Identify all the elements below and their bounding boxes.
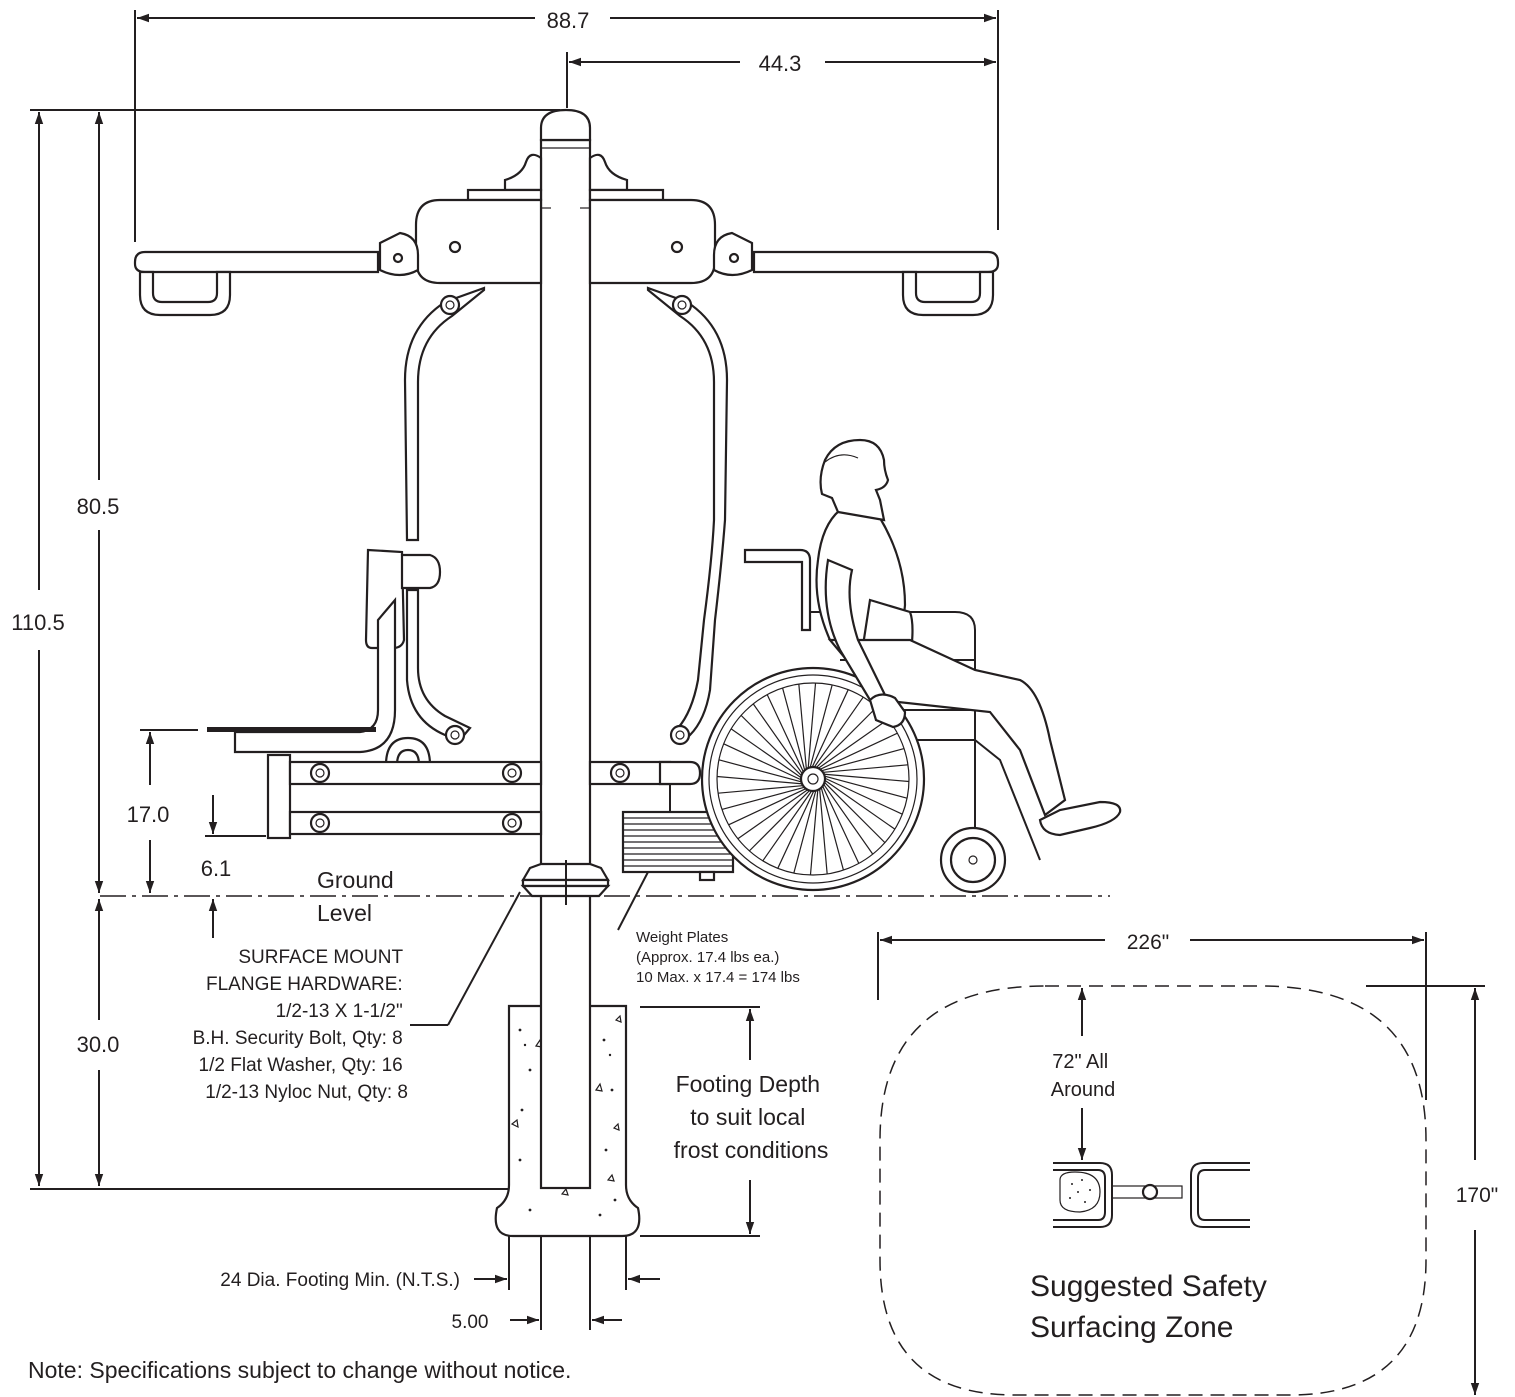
zone-title-line2: Surfacing Zone (1030, 1311, 1233, 1344)
dimension-88-7: 88.7 (134, 8, 999, 242)
ground-line: Ground Level (100, 867, 1110, 926)
wheel-spoke (814, 706, 878, 770)
flange-hw-line3: 1/2-13 X 1-1/2" (276, 1001, 403, 1022)
wheel-spoke (730, 728, 804, 780)
flange-hw-line2: FLANGE HARDWARE: (206, 974, 403, 995)
wheel-spoke (777, 788, 816, 869)
svg-text:Ground Level: Ground Level (317, 867, 400, 926)
flange-hw-line5: 1/2 Flat Washer, Qty: 16 (199, 1055, 403, 1076)
dimension-80-5: 80.5 (77, 112, 120, 893)
main-post (503, 108, 629, 1190)
wheel-spoke (810, 689, 849, 770)
wheel-spoke (822, 780, 886, 844)
wheel-spoke (740, 714, 804, 778)
right-station-frame (588, 286, 729, 812)
wheel-spoke (821, 783, 860, 864)
dimension-footing-diameter: 24 Dia. Footing Min. (N.T.S.) (220, 1235, 660, 1291)
zone-title-line1: Suggested Safety (1030, 1270, 1267, 1303)
dim-post-diameter: 5.00 (452, 1312, 489, 1333)
equipment-plan-view (1053, 1162, 1250, 1228)
dim-footing-depth: 30.0 (77, 1032, 120, 1057)
clearance-line2: Around (1051, 1079, 1116, 1101)
wheel-spoke (716, 775, 805, 785)
head-housing (414, 188, 717, 285)
wheel-spoke (793, 788, 817, 874)
wheel-spoke (822, 776, 903, 815)
flange-hw-line6: 1/2-13 Nyloc Nut, Qty: 8 (205, 1082, 408, 1103)
wheel-spoke (821, 782, 874, 855)
weight-plates-line1: Weight Plates (636, 929, 728, 946)
wheel-spoke (717, 784, 806, 794)
dimension-17-0: 17.0 (127, 729, 198, 893)
zone-height: 170" (1456, 1184, 1499, 1207)
footing-diameter-label: 24 Dia. Footing Min. (N.T.S.) (220, 1270, 460, 1291)
dimension-30-0: 30.0 (30, 899, 540, 1190)
weight-plates-line2: (Approx. 17.4 lbs ea.) (636, 949, 779, 966)
svg-text:Weight Plates (Approx. 1: Weight Plates (Approx. 17.4 lbs ea.) 10 … (636, 929, 800, 986)
wheel-spoke (718, 759, 804, 783)
wheel-spoke (812, 696, 864, 770)
dimension-footing-depth-note: Footing Depth to suit local frost condit… (640, 1006, 829, 1237)
zone-width: 226" (1127, 931, 1170, 954)
wheel-spoke (737, 787, 810, 840)
dimension-5-00: 5.00 (452, 1235, 622, 1333)
svg-text:72" All Around: 72" All Around (1051, 1051, 1116, 1101)
dimension-110-5: 110.5 (11, 109, 560, 1186)
wheel-spoke (822, 778, 896, 830)
footing-note-line2: to suit local (690, 1104, 805, 1130)
svg-text:SURFACE MOUNT FLANGE HAR: SURFACE MOUNT FLANGE HARDWARE: 1/2-13 X … (193, 947, 408, 1103)
wheel-spoke (817, 732, 898, 771)
left-seat-frame (207, 286, 543, 840)
wheel-spoke (816, 718, 889, 771)
wheel-spoke (728, 787, 809, 826)
wheelchair-user-figure (700, 438, 1122, 894)
dim-half-width: 44.3 (759, 51, 802, 76)
dim-flange-height: 6.1 (201, 856, 232, 881)
wheel-spoke (807, 682, 817, 771)
svg-text:Footing Depth to suit lo: Footing Depth to suit local frost condit… (674, 1071, 829, 1163)
footing-note-line3: frost conditions (674, 1137, 829, 1163)
svg-text:Suggested Safety Surfaci: Suggested Safety Surfacing Zone (1030, 1270, 1275, 1344)
footing-note-line1: Footing Depth (676, 1071, 820, 1097)
wheel-spoke (766, 694, 805, 775)
flange-hw-line1: SURFACE MOUNT (238, 947, 403, 968)
wheel-spoke (723, 743, 804, 782)
wheel-spoke (781, 687, 806, 773)
wheel-spoke (809, 787, 819, 876)
wheel-spoke (762, 788, 814, 862)
wheel-spoke (819, 747, 905, 772)
dim-above-ground: 80.5 (77, 494, 120, 519)
clearance-line1: 72" All (1052, 1051, 1108, 1073)
dimension-44-3: 44.3 (566, 51, 996, 108)
flange-hw-line4: B.H. Security Bolt, Qty: 8 (193, 1028, 403, 1049)
wheel-spoke (798, 683, 808, 772)
dim-overall-width: 88.7 (547, 8, 590, 33)
wheel-spoke (820, 764, 909, 774)
right-handle-arm (712, 231, 1000, 317)
ground-level-line1: Ground (317, 867, 394, 893)
specification-note: Note: Specifications subject to change w… (28, 1357, 571, 1383)
dimension-6-1: 6.1 (201, 795, 266, 938)
weight-plates-line3: 10 Max. x 17.4 = 174 lbs (636, 969, 800, 986)
dim-total-height: 110.5 (11, 610, 64, 635)
wheel-spoke (818, 786, 828, 875)
ground-level-line2: Level (317, 900, 372, 926)
wheel-spoke (748, 788, 812, 852)
surface-flange (520, 860, 611, 905)
dim-seat-height: 17.0 (127, 802, 170, 827)
left-handle-arm (133, 231, 420, 317)
safety-zone-plan: 226" 170" 72" All Around Suggest (877, 931, 1499, 1396)
wheel-spoke (752, 703, 805, 776)
flange-hardware-callout: SURFACE MOUNT FLANGE HARDWARE: 1/2-13 X … (193, 891, 521, 1103)
wheel-spoke (809, 684, 833, 770)
wheel-spoke (721, 786, 807, 811)
wheel-spoke (821, 773, 910, 783)
wheel-spoke (820, 785, 845, 871)
wheel-spoke (822, 775, 908, 799)
